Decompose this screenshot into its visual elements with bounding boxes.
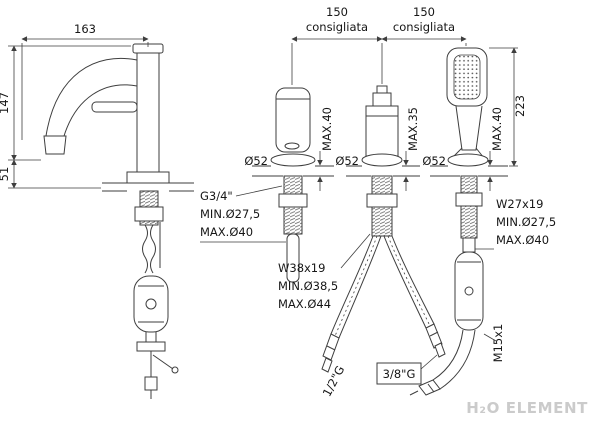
spacing-left-value: 150 xyxy=(326,5,348,19)
pop-up-waste-body xyxy=(133,275,169,333)
mixer-hole-max-label: MAX.Ø44 xyxy=(278,297,331,311)
spout-hole-min-label: MIN.Ø27,5 xyxy=(200,207,260,221)
basin-mixer-view xyxy=(43,43,194,399)
spout-outer-curve xyxy=(45,57,138,137)
spout-deck-max-label: MAX.40 xyxy=(320,107,334,151)
shower-diameter-label: Ø52 xyxy=(422,154,446,168)
dim-height-label: 147 xyxy=(0,92,11,114)
mixer-thread-label: W38x19 xyxy=(278,261,325,275)
flex-hose xyxy=(150,224,156,274)
shower-head xyxy=(446,47,488,107)
shower-face xyxy=(453,54,481,100)
spout-tube xyxy=(286,233,300,283)
mixer-deck-max-label: MAX.35 xyxy=(406,107,420,151)
flex-hose xyxy=(142,224,148,274)
spacing-left-note: consigliata xyxy=(306,20,368,34)
spout-thread-label: G3/4" xyxy=(200,189,233,203)
shower-height-label: 223 xyxy=(513,95,527,117)
faucet-cap xyxy=(132,43,164,54)
spacing-right-value: 150 xyxy=(413,5,435,19)
spout-outlet xyxy=(43,135,67,155)
shower-hose xyxy=(432,329,464,381)
spout-inner-curve xyxy=(63,84,138,137)
spout-hole-max-label: MAX.Ø40 xyxy=(200,225,253,239)
shower-connector xyxy=(462,237,476,253)
mixer-hole-min-label: MIN.Ø38,5 xyxy=(278,279,338,293)
hose-right-thread-box xyxy=(376,362,422,385)
shower-escutcheon xyxy=(447,153,489,167)
hose-right xyxy=(383,235,427,329)
mixer-body xyxy=(365,105,399,157)
dim-reach-label: 163 xyxy=(74,22,96,36)
shower-nut xyxy=(455,192,483,207)
mixer-nut xyxy=(366,193,398,208)
deck-spout-view: Ø52 MAX.40 G3/4" MIN.Ø27,5 MAX.Ø40 xyxy=(200,87,334,283)
hose-left xyxy=(330,235,374,335)
spacing-dimension-lines: 150 consigliata 150 consigliata xyxy=(291,5,467,85)
mixer-diameter-label: Ø52 xyxy=(335,154,359,168)
dim-outlet-height-label: 51 xyxy=(0,167,11,182)
shower-deck-max-label: MAX.40 xyxy=(490,107,504,151)
hose-left-fitting xyxy=(322,333,340,361)
shower-hose-fitting xyxy=(418,379,441,396)
shower-handle xyxy=(455,105,483,151)
mixer-escutcheon xyxy=(361,153,403,167)
hand-shower-view: Ø52 MAX.40 223 W27x19 MIN.Ø27,5 MAX.Ø40 … xyxy=(409,47,556,396)
watermark-logo: H₂O ELEMENT xyxy=(466,399,588,417)
faucet-base xyxy=(126,171,170,184)
spout-nut xyxy=(278,193,308,208)
spout-escutcheon xyxy=(270,153,316,167)
mixer-knob xyxy=(372,92,392,107)
hose-right-thread-label: 3/8"G xyxy=(383,367,416,381)
spacing-right-note: consigliata xyxy=(393,20,455,34)
mixer-control-view: Ø52 MAX.35 W38x19 MIN.Ø38,5 MAX.Ø44 1/2"… xyxy=(278,85,446,399)
faucet-dimension-lines: 163 147 51 xyxy=(0,22,149,189)
shower-valve-body xyxy=(454,251,484,331)
hose-right-fitting xyxy=(425,323,443,349)
shower-hole-min-label: MIN.Ø27,5 xyxy=(496,215,556,229)
shower-thread-label: W27x19 xyxy=(496,197,543,211)
spout-diameter-label: Ø52 xyxy=(244,154,268,168)
faucet-mounting-nut xyxy=(134,206,164,222)
faucet-lever xyxy=(91,101,138,113)
shower-hole-max-label: MAX.Ø40 xyxy=(496,233,549,247)
shower-hose-thread-label: M15x1 xyxy=(491,324,505,363)
shower-threaded-tail xyxy=(460,175,478,239)
spout-body xyxy=(275,87,311,153)
